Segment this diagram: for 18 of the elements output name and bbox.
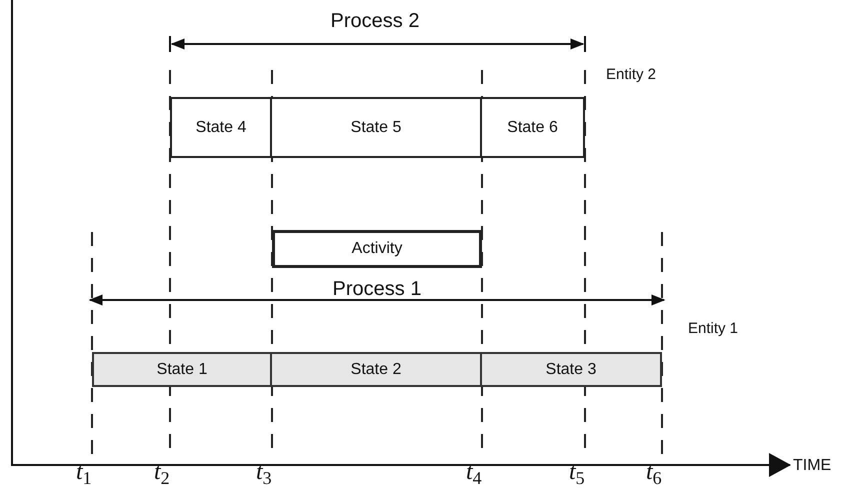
state-box: State 6 — [482, 97, 585, 158]
time-label: t$_{4}$ — [466, 460, 482, 484]
state-box: State 2 — [272, 352, 482, 387]
axis-label: TIME — [793, 456, 832, 476]
time-label: t$_{1}$ — [76, 460, 92, 484]
time-label: t$_{2}$ — [154, 460, 170, 484]
state-box: State 5 — [272, 97, 482, 158]
time-label: t$_{3}$ — [256, 460, 272, 484]
time-label: t$_{5}$ — [569, 460, 585, 484]
state-box: State 1 — [92, 352, 272, 387]
activity-box: Activity — [272, 230, 482, 268]
entity-label: Entity 1 — [688, 319, 740, 339]
process-label: Process 1 — [332, 277, 422, 302]
process-label: Process 2 — [330, 9, 420, 34]
time-label: t$_{6}$ — [646, 460, 662, 484]
entity-label: Entity 2 — [606, 65, 658, 85]
state-box: State 4 — [170, 97, 272, 158]
state-box: State 3 — [482, 352, 662, 387]
